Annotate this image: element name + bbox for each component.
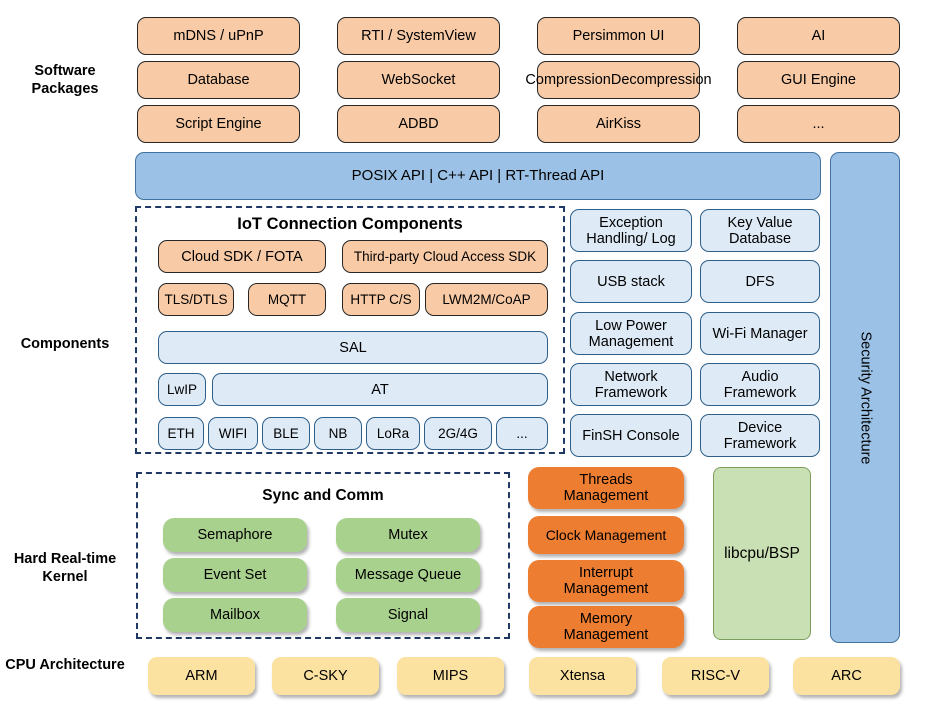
cpu-arch-box[interactable]: MIPS xyxy=(397,657,504,695)
package-box[interactable]: ... xyxy=(737,105,900,143)
security-architecture-bar[interactable]: Security Architecture xyxy=(830,152,900,643)
package-box[interactable]: mDNS / uPnP xyxy=(137,17,300,55)
kernel-sync-box[interactable]: Mutex xyxy=(336,518,480,552)
iot-cloud-box[interactable]: Third-party Cloud Access SDK xyxy=(342,240,548,273)
iot-link-box[interactable]: BLE xyxy=(262,417,310,450)
iot-lwip-box[interactable]: LwIP xyxy=(158,373,206,406)
iot-connection-group-title: IoT Connection Components xyxy=(237,215,463,233)
kernel-sync-box[interactable]: Semaphore xyxy=(163,518,307,552)
kernel-sync-box[interactable]: Message Queue xyxy=(336,558,480,592)
iot-sal-box[interactable]: SAL xyxy=(158,331,548,364)
package-box[interactable]: WebSocket xyxy=(337,61,500,99)
iot-protocol-box[interactable]: LWM2M/CoAP xyxy=(425,283,548,316)
package-box[interactable]: Script Engine xyxy=(137,105,300,143)
security-architecture-label: Security Architecture xyxy=(857,331,874,464)
component-box[interactable]: FinSH Console xyxy=(570,414,692,457)
cpu-arch-box[interactable]: C-SKY xyxy=(272,657,379,695)
package-box[interactable]: Persimmon UI xyxy=(537,17,700,55)
iot-protocol-box[interactable]: TLS/DTLS xyxy=(158,283,234,316)
iot-protocol-box[interactable]: MQTT xyxy=(248,283,326,316)
iot-at-box[interactable]: AT xyxy=(212,373,548,406)
package-box[interactable]: AirKiss xyxy=(537,105,700,143)
sync-and-comm-group-title: Sync and Comm xyxy=(262,487,384,504)
iot-link-box[interactable]: WIFI xyxy=(208,417,258,450)
component-box[interactable]: Wi-Fi Manager xyxy=(700,312,820,355)
api-bar[interactable]: POSIX API | C++ API | RT-Thread API xyxy=(135,152,821,200)
libcpu-bsp-box[interactable]: libcpu/BSP xyxy=(713,467,811,640)
kernel-sync-box[interactable]: Signal xyxy=(336,598,480,632)
package-box[interactable]: ADBD xyxy=(337,105,500,143)
kernel-sync-box[interactable]: Mailbox xyxy=(163,598,307,632)
iot-link-box[interactable]: ETH xyxy=(158,417,204,450)
component-box[interactable]: DFS xyxy=(700,260,820,303)
iot-link-box[interactable]: ... xyxy=(496,417,548,450)
row-label-software-packages: Software Packages xyxy=(31,63,99,97)
iot-link-box[interactable]: LoRa xyxy=(366,417,420,450)
package-box[interactable]: GUI Engine xyxy=(737,61,900,99)
iot-link-box[interactable]: 2G/4G xyxy=(424,417,492,450)
component-box[interactable]: USB stack xyxy=(570,260,692,303)
iot-protocol-box[interactable]: HTTP C/S xyxy=(342,283,420,316)
cpu-arch-box[interactable]: ARM xyxy=(148,657,255,695)
cpu-arch-box[interactable]: Xtensa xyxy=(529,657,636,695)
package-box[interactable]: RTI / SystemView xyxy=(337,17,500,55)
cpu-arch-box[interactable]: ARC xyxy=(793,657,900,695)
iot-link-box[interactable]: NB xyxy=(314,417,362,450)
cpu-arch-box[interactable]: RISC-V xyxy=(662,657,769,695)
kernel-management-box[interactable]: Clock Management xyxy=(528,516,684,554)
iot-cloud-box[interactable]: Cloud SDK / FOTA xyxy=(158,240,326,273)
kernel-sync-box[interactable]: Event Set xyxy=(163,558,307,592)
row-label-cpu-architecture: CPU Architecture xyxy=(5,657,125,673)
row-label-components: Components xyxy=(20,336,110,352)
package-box[interactable]: AI xyxy=(737,17,900,55)
package-box[interactable]: Database xyxy=(137,61,300,99)
row-label-kernel: Hard Real-time Kernel xyxy=(13,551,117,585)
